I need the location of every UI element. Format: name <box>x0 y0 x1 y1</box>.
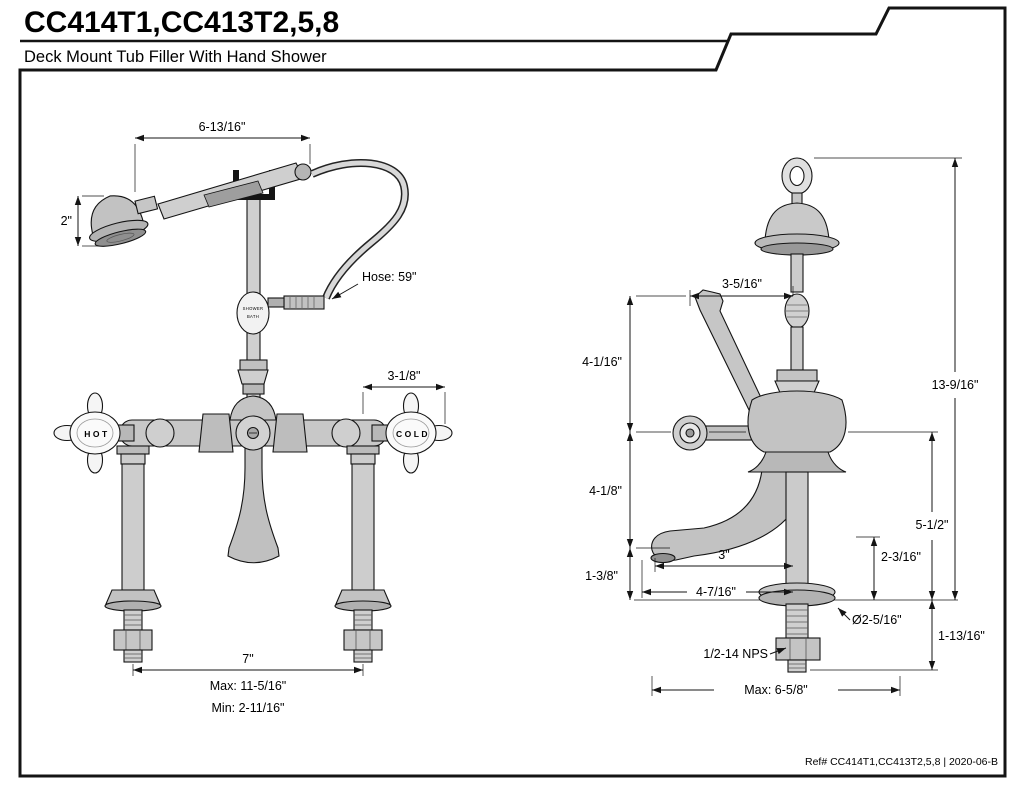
dim-flange-diameter: Ø2-5/16" <box>852 613 902 627</box>
sheet-border <box>18 6 1007 778</box>
dim-spout-drop: 2-3/16" <box>881 550 921 564</box>
diverter-label-bath: BATH <box>247 314 259 319</box>
dim-min-spread: Min: 2-11/16" <box>212 701 285 715</box>
front-view: SHOWER BATH HOT <box>53 120 453 715</box>
cold-handle: COLD <box>371 392 453 474</box>
hose-length-label: Hose: 59" <box>362 270 416 284</box>
reference-number: Ref# CC414T1,CC413T2,5,8 | 2020-06-B <box>805 756 998 768</box>
dim-top-offset: 3-5/16" <box>722 277 762 291</box>
front-dimensions: 6-13/16" 2" Hose: 59" 3-1/8" 7" Max: 11-… <box>61 120 446 715</box>
hose-leader <box>331 283 359 300</box>
dim-lower-height: 1-3/8" <box>585 569 618 583</box>
side-riser <box>774 253 820 396</box>
mounting-nut <box>343 629 383 651</box>
dim-shower-width: 6-13/16" <box>199 120 246 134</box>
handle-stem <box>699 425 753 441</box>
page-subtitle: Deck Mount Tub Filler With Hand Shower <box>24 48 327 66</box>
thread-spec-label: 1/2-14 NPS <box>703 647 768 661</box>
dim-head-height: 2" <box>61 214 72 228</box>
dim-max-overall: Max: 6-5/8" <box>744 683 808 697</box>
dim-spout-overall: 4-7/16" <box>696 585 736 599</box>
spout-outlet <box>650 552 676 564</box>
diverter-label-shower: SHOWER <box>243 306 264 311</box>
side-tub-spout <box>651 469 807 562</box>
deck-flange <box>105 589 161 605</box>
right-supply-column <box>334 445 392 663</box>
dim-under-deck: 1-13/16" <box>938 629 985 643</box>
dim-total-height: 13-9/16" <box>932 378 979 392</box>
dim-spout-reach: 3" <box>718 548 729 562</box>
cold-label: COLD <box>396 429 430 439</box>
dim-mid-height: 4-1/8" <box>589 484 622 498</box>
side-valve-body <box>747 390 847 453</box>
lever-handle <box>694 289 765 413</box>
dim-body-height: 5-1/2" <box>916 518 949 532</box>
page-title: CC414T1,CC413T2,5,8 <box>24 6 339 39</box>
thread-leader <box>769 647 787 655</box>
hand-shower <box>89 159 409 310</box>
hand-shower-grip <box>203 180 264 208</box>
deck-flange <box>335 589 391 605</box>
flange-leader <box>837 607 851 621</box>
handle-hub <box>672 415 708 451</box>
front-tub-spout <box>227 445 280 564</box>
hand-shower-head <box>89 195 159 247</box>
diverter-knob: SHOWER BATH <box>236 291 270 335</box>
front-body <box>119 395 387 453</box>
left-supply-column <box>104 445 162 663</box>
threaded-shank <box>785 603 809 639</box>
hot-handle: HOT <box>53 392 135 474</box>
side-pedestal <box>758 471 836 673</box>
side-shower-head <box>754 157 840 256</box>
hot-label: HOT <box>84 429 109 439</box>
dim-handle-span: 3-1/8" <box>388 369 421 383</box>
header: CC414T1,CC413T2,5,8 Deck Mount Tub Fille… <box>20 6 727 66</box>
hand-shower-hose-nipple <box>294 163 312 181</box>
side-dimensions: 3-5/16" 4-1/16" 4-1/8" 1-3/8" 3" 4-7/16" <box>582 157 985 697</box>
side-view: 3-5/16" 4-1/16" 4-1/8" 1-3/8" 3" 4-7/16" <box>582 157 985 697</box>
dim-center-distance: 7" <box>242 652 253 666</box>
mounting-nut <box>113 629 153 651</box>
dim-max-spread: Max: 11-5/16" <box>210 679 286 693</box>
dim-upper-height: 4-1/16" <box>582 355 622 369</box>
